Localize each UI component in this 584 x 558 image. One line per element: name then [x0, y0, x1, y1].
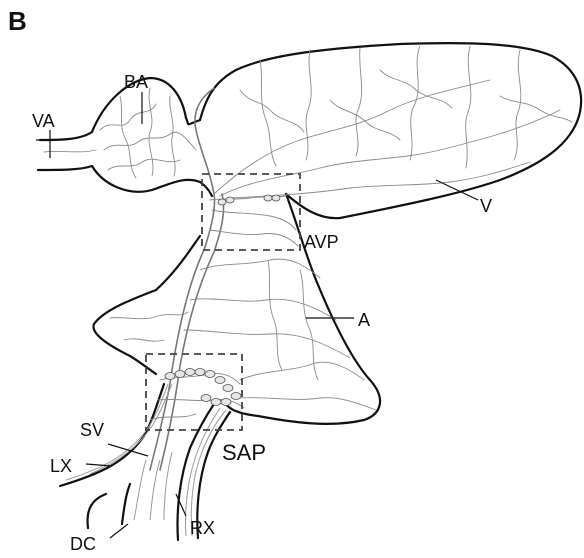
ventricle-vessel-8: [466, 46, 471, 168]
label-dc: DC: [70, 534, 96, 554]
bulbus-vessel-3: [108, 159, 180, 170]
ventricle-vessel-12: [500, 96, 572, 122]
sap-node: [195, 369, 205, 376]
atrium-vessel-6: [110, 312, 188, 319]
sv-fiber-2: [150, 460, 160, 520]
bulbus-arteriosus-outline-bottom: [38, 166, 200, 192]
sap-node: [175, 371, 185, 378]
label-a: A: [358, 310, 370, 330]
avp-dashed-box: [202, 174, 300, 250]
label-sap: SAP: [222, 440, 266, 465]
sap-node: [231, 393, 241, 400]
sap-node: [165, 373, 175, 380]
ventricle-vessel-13: [330, 100, 400, 140]
bulbus-vessel-6: [170, 96, 175, 176]
ventricle-vessel-9: [514, 50, 521, 160]
sap-node: [205, 371, 215, 378]
panel-letter: B: [8, 6, 27, 36]
sap-node: [185, 369, 195, 376]
lx-nerve-outline: [60, 384, 164, 486]
avp-vessel-2: [212, 210, 296, 230]
ventricle-vessel-7: [410, 46, 420, 160]
label-avp: AVP: [304, 232, 339, 252]
bulbus-vessel-1: [100, 104, 156, 130]
sv-fiber-1: [134, 460, 146, 520]
anatomy-outlines: [38, 43, 581, 540]
avp-ganglion-nodes: [218, 195, 280, 205]
duct-of-cuvier-left: [88, 494, 106, 528]
bulbus-vessel-5: [149, 88, 153, 176]
sap-node: [221, 399, 231, 406]
label-lx: LX: [50, 456, 72, 476]
ventricle-vessel-10: [240, 90, 304, 132]
sap-node: [201, 395, 211, 402]
label-va: VA: [32, 111, 55, 131]
atrium-vessel-1: [200, 259, 320, 278]
atrium-vessel-7: [124, 339, 164, 341]
sap-node: [211, 399, 221, 406]
avp-node: [218, 199, 226, 205]
bulbus-vessel-7: [44, 150, 96, 152]
atrium-vessel-4: [240, 362, 364, 380]
vessel-network: [44, 46, 572, 536]
label-rx: RX: [190, 518, 215, 538]
avp-node: [272, 195, 280, 201]
atrium-outline: [226, 194, 380, 424]
avp-node: [264, 195, 272, 201]
sap-node: [215, 377, 225, 384]
label-sv: SV: [80, 420, 104, 440]
avp-vessel-3: [210, 230, 298, 246]
avp-node: [226, 197, 234, 203]
dc-leader: [110, 524, 128, 538]
atrium-vessel-2: [190, 299, 336, 320]
label-ba: BA: [124, 72, 148, 92]
ventricle-outline: [200, 43, 581, 218]
ventricle-vessel-1: [214, 80, 490, 194]
label-v: V: [480, 196, 492, 216]
sv-fiber-3: [164, 452, 172, 520]
duct-of-cuvier-right: [122, 484, 130, 524]
atrium-vessel-8: [268, 260, 282, 370]
atrium-vessel-5: [238, 398, 376, 410]
sap-node: [223, 385, 233, 392]
ventricle-vessel-5: [306, 50, 311, 160]
bulbus-arteriosus-outline-top: [40, 78, 200, 140]
ventricle-vessel-6: [356, 48, 362, 156]
ventricle-vessel-3: [230, 162, 530, 198]
